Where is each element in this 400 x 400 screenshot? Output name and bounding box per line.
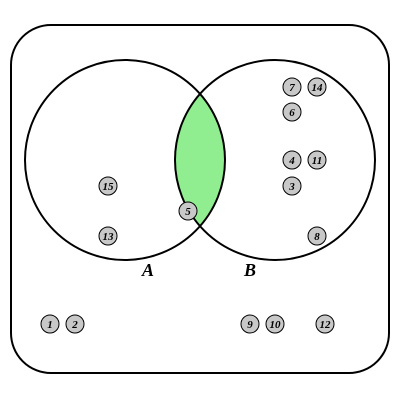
set-b-circle — [174, 59, 376, 261]
element-label: 4 — [288, 155, 295, 167]
element-15: 15 — [98, 176, 118, 196]
element-13: 13 — [98, 226, 118, 246]
element-label: 5 — [185, 206, 191, 218]
element-4: 4 — [282, 150, 302, 170]
element-label: 3 — [288, 181, 295, 193]
element-14: 14 — [307, 77, 327, 97]
set-b-label: B — [243, 260, 256, 280]
universal-set-boundary — [10, 24, 390, 374]
intersection-region-a-b — [175, 60, 225, 260]
element-6: 6 — [282, 102, 302, 122]
element-11: 11 — [307, 150, 327, 170]
element-10: 10 — [265, 314, 285, 334]
element-8: 8 — [307, 226, 327, 246]
element-label: 11 — [312, 155, 322, 167]
element-label: 8 — [314, 231, 320, 243]
element-label: 7 — [289, 82, 295, 94]
element-label: 14 — [312, 82, 324, 94]
element-2: 2 — [65, 314, 85, 334]
element-label: 13 — [103, 231, 115, 243]
element-5: 5 — [178, 201, 198, 221]
set-a-label: A — [141, 260, 154, 280]
element-label: 1 — [47, 319, 53, 331]
element-label: 12 — [320, 319, 332, 331]
element-9: 9 — [240, 314, 260, 334]
element-7: 7 — [282, 77, 302, 97]
element-label: 2 — [71, 319, 78, 331]
element-label: 6 — [289, 107, 295, 119]
element-1: 1 — [40, 314, 60, 334]
element-label: 15 — [103, 181, 115, 193]
element-label: 10 — [270, 319, 282, 331]
set-a-circle — [24, 59, 226, 261]
element-12: 12 — [315, 314, 335, 334]
element-3: 3 — [282, 176, 302, 196]
element-label: 9 — [247, 319, 253, 331]
